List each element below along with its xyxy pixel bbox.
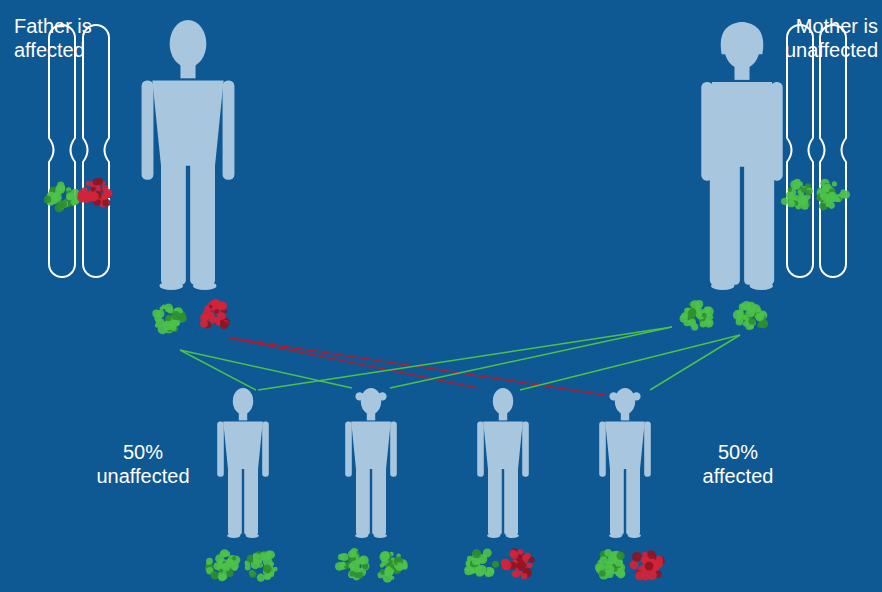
chromosome [787,25,813,277]
gene-protein [205,549,240,581]
gene-protein [200,299,230,329]
inheritance-line [180,350,352,388]
caption-label: 50% affected [690,440,786,488]
gene-protein [378,551,408,583]
gene-protein [335,548,370,580]
gene-protein [679,300,713,331]
person-silhouette [142,20,235,290]
gene-protein [464,548,499,577]
inheritance-line [390,327,672,388]
gene-protein [781,179,813,210]
caption-label: 50% unaffected [88,440,198,488]
gene-protein [595,549,626,580]
inheritance-line [650,335,740,390]
gene-protein [733,301,768,330]
chromosome [49,25,75,277]
gene-protein [245,551,278,582]
inheritance-line [520,335,740,390]
gene-protein [816,179,850,211]
person-silhouette [599,388,651,538]
person-silhouette [701,22,782,290]
chromosome [83,25,109,277]
gene-protein [630,550,665,580]
caption-label: Father is affected [14,14,134,62]
gene-protein [44,182,80,213]
caption-label: Mother is unaffected [752,14,878,62]
inheritance-line [258,327,672,390]
inheritance-line [230,338,478,388]
person-silhouette [217,388,269,538]
gene-protein [77,178,112,208]
gene-protein [152,303,186,334]
gene-protein [501,548,535,579]
person-silhouette [477,388,529,538]
inheritance-line [180,350,256,390]
person-silhouette [345,388,397,538]
chromosome [820,25,846,277]
